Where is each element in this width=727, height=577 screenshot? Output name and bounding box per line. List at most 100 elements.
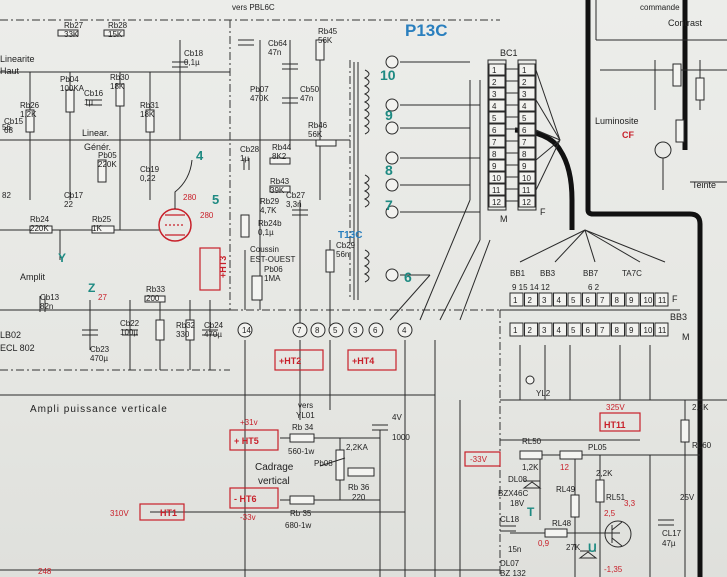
rb36-ref: Rb 36 <box>348 483 370 492</box>
rl49-ref: RL49 <box>556 485 576 494</box>
gener-label: Génér. <box>84 142 111 152</box>
v25b-label: 25V <box>680 493 695 502</box>
rl60-ref: RL60 <box>692 441 712 450</box>
point-z: Z <box>88 281 95 295</box>
component-ref: Cb22 <box>120 319 140 328</box>
labels: P13C vers PBL6C commande Contrast Lumino… <box>0 3 716 577</box>
m33-label: -33V <box>470 455 488 464</box>
circle-pin <box>328 322 344 338</box>
bb-top-pin-number: 2 <box>528 296 533 305</box>
bb-top-pin <box>524 292 538 307</box>
bb3-pin <box>640 322 654 337</box>
bb3-pin-number: 3 <box>542 326 547 335</box>
transistor-network <box>459 375 700 577</box>
component-ref: Rb28 <box>108 21 128 30</box>
bb-top-pin-number: 8 <box>615 296 620 305</box>
t13c-tap <box>385 55 399 69</box>
component-value: 3,3n <box>286 200 302 209</box>
bc1-pin-number: 10 <box>492 174 501 183</box>
bc1-pin-number: 3 <box>522 90 527 99</box>
component-ref: Rb33 <box>146 285 166 294</box>
bb3-pin <box>567 322 582 337</box>
v-248-label: 248 <box>38 567 52 576</box>
component-ref: Cb16 <box>84 89 104 98</box>
circle-pin <box>292 322 308 338</box>
point-z-value: 27 <box>98 293 107 302</box>
t13c-tap <box>385 268 399 282</box>
component-value: 0,1µ <box>184 58 200 67</box>
cadrage-1000: 1000 <box>392 433 410 442</box>
rb34-value: 560-1w <box>288 447 314 456</box>
ht11-label: HT11 <box>604 420 626 430</box>
pb08-value: 2,2KA <box>346 443 368 452</box>
bc1-pin-number: 2 <box>492 78 497 87</box>
circle-pin-number: 7 <box>297 326 302 335</box>
bb3-pin <box>524 322 538 337</box>
component-ref: Cb13 <box>40 293 60 302</box>
circle-pin <box>310 322 326 338</box>
bb-top-pin <box>625 292 640 307</box>
component-value: 1,2K <box>20 110 37 119</box>
ht4-label: +HT4 <box>352 356 374 366</box>
top-label: vers PBL6C <box>232 3 275 12</box>
bc1-pin-number: 4 <box>492 102 497 111</box>
linear-label: Linear. <box>82 128 109 138</box>
component-value: 56K <box>318 36 333 45</box>
bb-top-pin-number: 5 <box>571 296 576 305</box>
rb34-ref: Rb 34 <box>292 423 314 432</box>
circle-pin <box>237 322 253 338</box>
bb1-label: BB1 <box>510 269 526 278</box>
t13c-num-6: 6 <box>404 269 412 285</box>
dl08-ref: DL08 <box>508 475 528 484</box>
bb-top-pin <box>640 292 654 307</box>
cadrage-4v: 4V <box>392 413 402 422</box>
component-ref: Rb46 <box>308 121 328 130</box>
bb-top-pin <box>538 292 553 307</box>
linearity-network <box>0 29 230 370</box>
component-value: 18K <box>140 110 155 119</box>
component-ref: Rb31 <box>140 101 160 110</box>
bb-top-pin <box>509 292 524 307</box>
cf-label: CF <box>622 130 634 140</box>
bc1-pin-number: 12 <box>492 198 501 207</box>
component-value: 1µ <box>240 154 249 163</box>
rl50-value: 1,2K <box>522 463 539 472</box>
bc1-pin-number: 1 <box>492 66 497 75</box>
bb3-pin <box>611 322 625 337</box>
bb-top-pin-number: 11 <box>658 296 667 305</box>
bc1-pin-number: 5 <box>522 114 527 123</box>
bc1-pin-number: 6 <box>492 126 497 135</box>
bb3-pin <box>582 322 596 337</box>
yl01-label: YL01 <box>296 411 315 420</box>
pl05-ref: PL05 <box>588 443 607 452</box>
cadrage-network <box>0 340 500 577</box>
component-value: 68 <box>4 126 13 135</box>
teinte-label: Teinte <box>692 180 716 190</box>
cl17-ref: CL17 <box>662 529 682 538</box>
bc1-pin-number: 9 <box>492 162 497 171</box>
dl07-ref: DL07 <box>500 559 520 568</box>
rl48-value: 27K <box>566 543 581 552</box>
rl51-ref: RL51 <box>606 493 626 502</box>
bb-top-pin <box>567 292 582 307</box>
cadrage-line2: vertical <box>258 476 290 487</box>
ht1-label: HT1 <box>160 508 177 518</box>
ecl802-label: ECL 802 <box>0 343 35 353</box>
component-value: 1µ <box>84 98 93 107</box>
bb3-pin <box>509 322 524 337</box>
bb3-label: BB3 <box>670 312 687 322</box>
circle-pin-number: 8 <box>315 326 320 335</box>
cadrage-line1: Cadrage <box>255 462 294 473</box>
component-value: 100KA <box>60 84 85 93</box>
center-network <box>230 39 350 330</box>
component-ref: Pb05 <box>98 151 117 160</box>
v09-label: 0,9 <box>538 539 550 548</box>
bc1-pin-number: 2 <box>522 78 527 87</box>
bc1-label: BC1 <box>500 48 518 58</box>
luminosite-label: Luminosite <box>595 116 639 126</box>
rb36-value: 220 <box>352 493 366 502</box>
component-value: 8K2 <box>272 152 287 161</box>
